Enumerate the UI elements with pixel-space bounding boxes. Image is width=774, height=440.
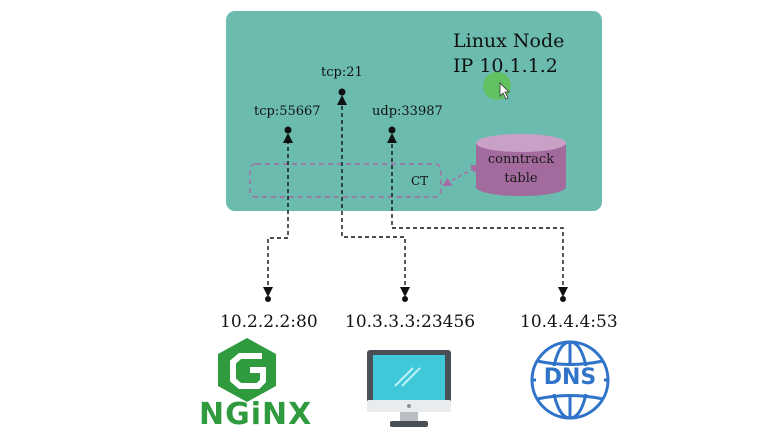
remote-address-dns: 10.4.4.4:53 xyxy=(520,312,618,332)
socket-dot-tcp55667 xyxy=(284,126,292,134)
port-label-tcp55667: tcp:55667 xyxy=(254,104,321,119)
remote-address-monitor: 10.3.3.3:23456 xyxy=(345,312,476,332)
remote-dot-nginx xyxy=(265,296,271,302)
connection-dns xyxy=(387,133,568,297)
dns-globe-icon xyxy=(530,340,610,420)
conntrack-label: conntrack table xyxy=(476,150,566,188)
port-label-udp33987: udp:33987 xyxy=(372,104,443,119)
connection-monitor xyxy=(337,95,410,297)
conntrack-label-line1: conntrack xyxy=(487,152,555,167)
connection-nginx xyxy=(263,133,293,297)
socket-dot-tcp21 xyxy=(338,88,346,96)
socket-dot-udp33987 xyxy=(388,126,396,134)
remote-address-nginx: 10.2.2.2:80 xyxy=(220,312,318,332)
ct-label: CT xyxy=(411,174,429,188)
port-label-tcp21: tcp:21 xyxy=(321,65,363,80)
dns-logo-text: DNS xyxy=(543,365,597,390)
conntrack-label-line2: table xyxy=(504,171,538,186)
monitor-icon xyxy=(367,350,451,427)
mouse-cursor-icon xyxy=(499,82,510,100)
node-title-ip: IP 10.1.1.2 xyxy=(453,55,558,77)
nginx-logo-icon xyxy=(218,338,276,402)
remote-dot-monitor xyxy=(402,296,408,302)
node-title-name: Linux Node xyxy=(453,30,565,52)
nginx-logo-text: NGiNX xyxy=(199,397,313,432)
remote-dot-dns xyxy=(560,296,566,302)
